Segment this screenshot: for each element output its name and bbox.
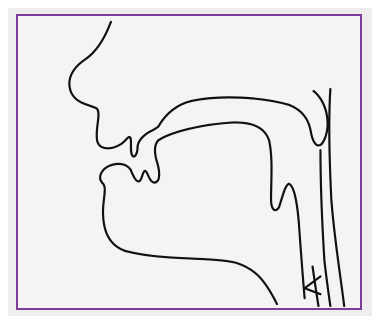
- pharynx-inner-wall: [320, 150, 330, 306]
- larynx-outline: [313, 267, 319, 306]
- palate-and-velum-outline: [158, 91, 327, 145]
- lower-lip-and-teeth-outline: [100, 164, 131, 251]
- pharynx-back-wall: [329, 89, 344, 306]
- tongue-outline: [158, 122, 304, 298]
- vocal-tract-diagram: [18, 16, 360, 308]
- vocal-folds-marker: [305, 276, 321, 294]
- nose-and-upper-lip-outline: [69, 22, 158, 157]
- mouth-floor-outline: [125, 251, 277, 304]
- lower-teeth-outline: [131, 140, 159, 182]
- diagram-frame: [16, 14, 362, 310]
